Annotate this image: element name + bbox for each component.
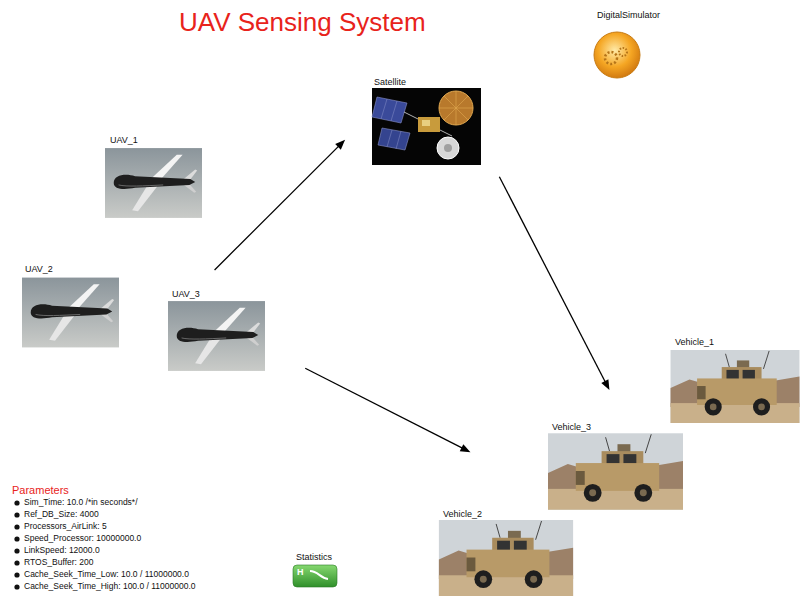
art-shape	[422, 120, 430, 126]
art-shape	[387, 130, 392, 147]
uav-pictures	[22, 148, 265, 371]
art-shape	[14, 584, 19, 589]
art-shape	[444, 96, 468, 120]
art-shape	[14, 536, 19, 541]
art-shape	[14, 512, 19, 517]
art-shape	[444, 96, 468, 120]
arrow-connector	[499, 177, 609, 390]
art-shape	[396, 131, 401, 149]
art-shape	[671, 350, 800, 423]
art-shape	[372, 88, 481, 165]
satellite-picture	[372, 88, 481, 165]
parameter-text: Cache_Seek_Time_Low: 10.0 / 11000000.0	[24, 569, 189, 580]
parameter-text: LinkSpeed: 12000.0	[24, 545, 100, 556]
art-shape	[105, 148, 202, 218]
art-shape	[168, 301, 265, 371]
arrow-connector	[215, 140, 346, 270]
art-shape	[378, 128, 410, 150]
icon-node: Vehicle_1	[670, 337, 800, 424]
art-shape	[22, 278, 119, 348]
icon-letter: H	[297, 567, 304, 577]
node-label: UAV_2	[25, 264, 53, 275]
art-shape	[14, 500, 19, 505]
art-shape	[439, 91, 473, 125]
statistics-icon	[293, 565, 337, 587]
arrow-head	[601, 379, 609, 390]
arrow-head	[460, 444, 471, 452]
art-shape	[310, 571, 328, 579]
icon-node: UAV_3	[168, 289, 266, 373]
parameter-text: Ref_DB_Size: 4000	[24, 509, 99, 520]
art-shape	[439, 520, 573, 596]
connector-line	[499, 177, 605, 382]
art-shape	[14, 524, 19, 529]
diagram-title: UAV Sensing System	[179, 7, 426, 38]
vehicle-pictures	[439, 350, 800, 596]
node-label: UAV_1	[110, 135, 138, 146]
art-shape	[548, 433, 683, 509]
art-shape	[444, 144, 452, 152]
parameter-text: RTOS_Buffer: 200	[24, 557, 93, 568]
arrow-connector	[305, 368, 470, 452]
art-shape	[619, 48, 627, 56]
art-shape	[14, 572, 19, 577]
parameter-text: Cache_Seek_Time_High: 100.0 / 11000000.0	[24, 581, 196, 592]
art-shape	[437, 137, 459, 159]
art-shape	[391, 101, 397, 121]
icon-node: UAV_2	[22, 264, 119, 348]
art-shape	[14, 560, 19, 565]
icon-node: DigitalSimulator	[588, 10, 662, 82]
simulator-icon	[594, 32, 640, 78]
section-heading: Parameters	[12, 484, 69, 497]
node-label: DigitalSimulator	[597, 10, 660, 21]
art-shape	[418, 117, 440, 132]
node-label: Satellite	[374, 77, 406, 88]
node-label: Statistics	[296, 552, 332, 563]
art-shape	[605, 52, 617, 64]
parameter-text: Processors_AirLink: 5	[24, 521, 107, 532]
icon-node: Vehicle_2	[437, 509, 575, 596]
icon-node: Vehicle_3	[548, 422, 684, 510]
art-shape	[293, 565, 337, 587]
node-label: Vehicle_3	[552, 422, 591, 433]
node-label: UAV_3	[172, 289, 200, 300]
icon-node: UAV_1	[105, 135, 203, 219]
parameter-text: Sim_Time: 10.0 /*in seconds*/	[24, 497, 138, 508]
art-shape	[594, 32, 640, 78]
node-label: Vehicle_2	[443, 509, 482, 520]
node-label: Vehicle_1	[675, 337, 714, 348]
icon-node: Satellite	[372, 77, 481, 165]
parameter-text: Speed_Processor: 10000000.0	[24, 533, 141, 544]
art-shape	[372, 97, 407, 123]
connector-line	[215, 146, 339, 270]
arrow-head	[335, 140, 345, 150]
art-shape	[14, 548, 19, 553]
connector-line	[305, 368, 462, 448]
art-shape	[381, 99, 387, 119]
bullet-dots	[14, 500, 19, 589]
